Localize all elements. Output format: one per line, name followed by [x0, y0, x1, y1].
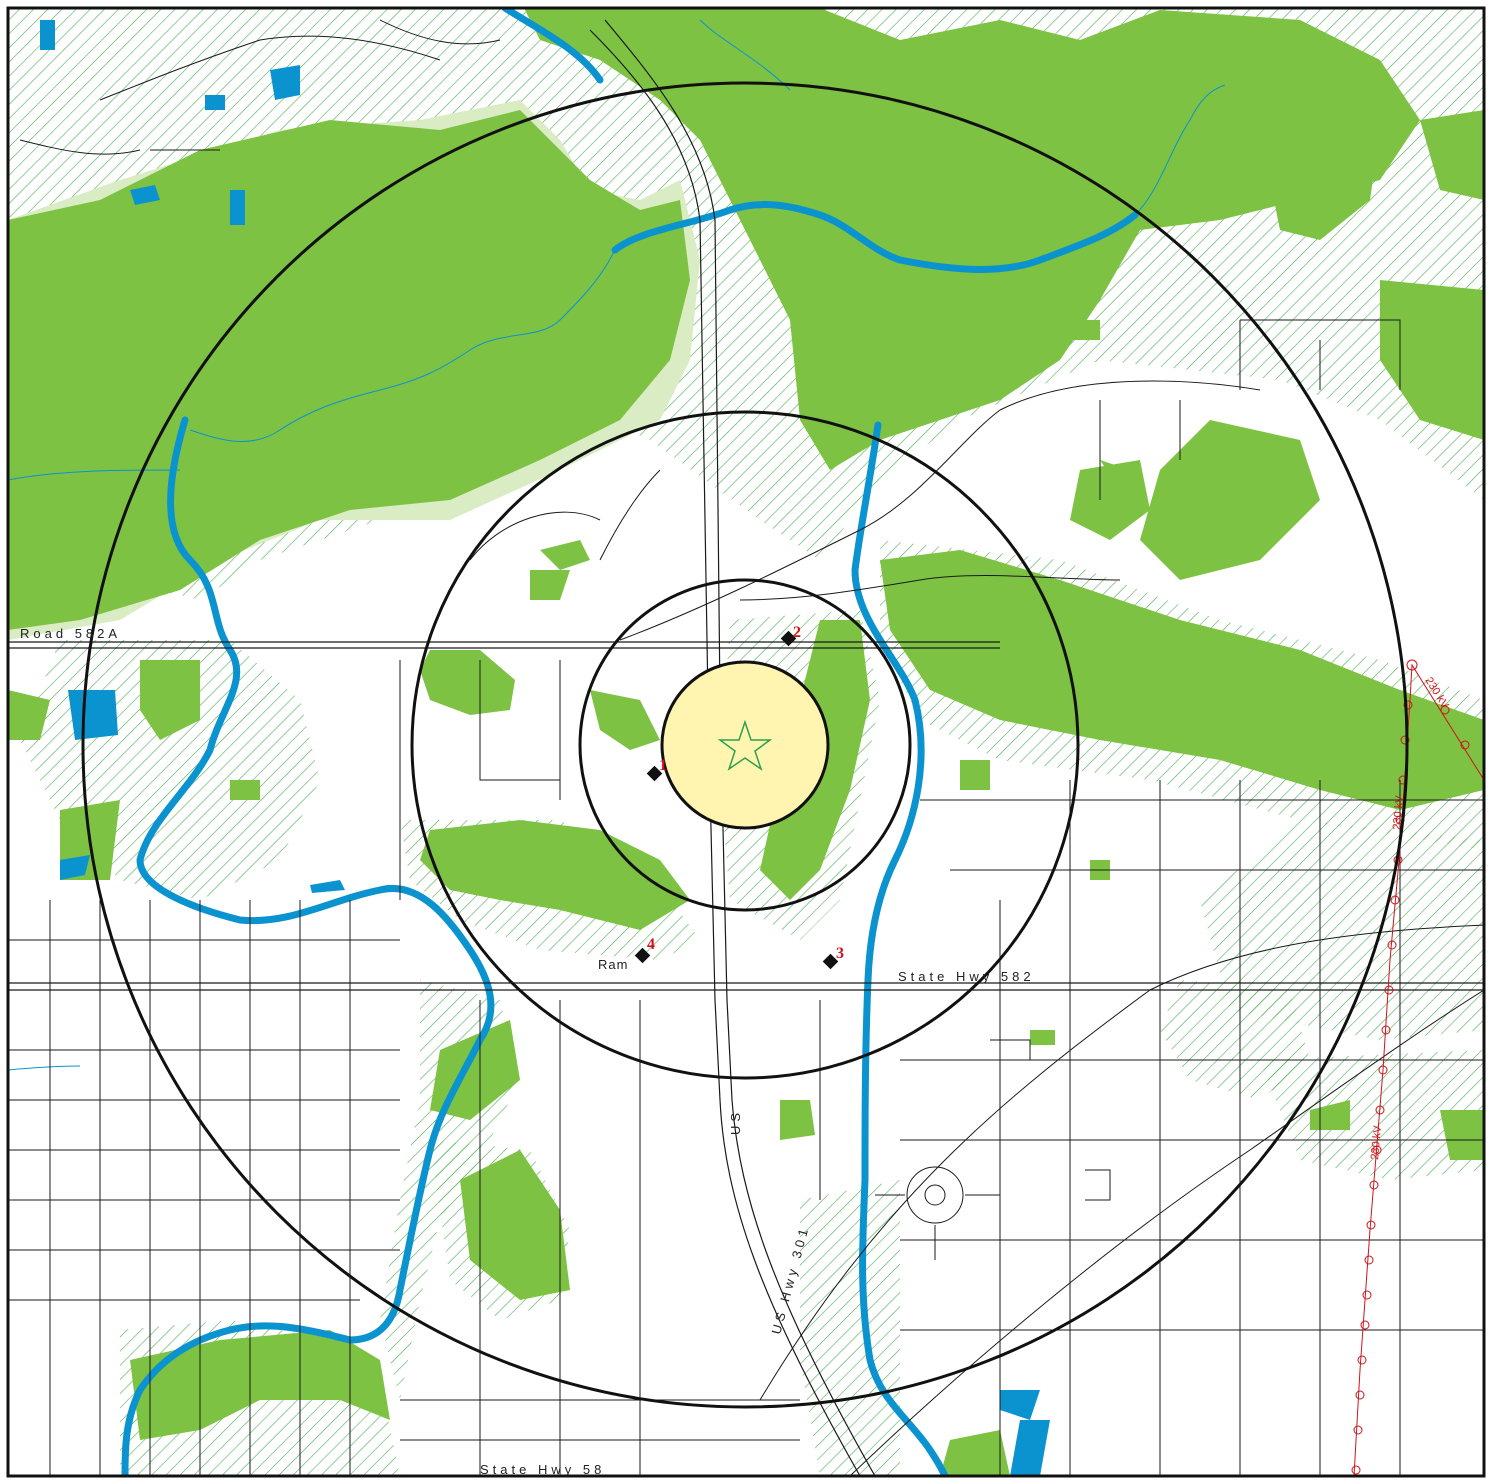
- ring-3: [81, 81, 1409, 1409]
- buffer-rings: [81, 81, 1409, 1409]
- core-zone: [660, 660, 830, 830]
- star-icon[interactable]: [717, 719, 773, 771]
- road-label-hwy-58: State Hwy 58: [480, 1462, 605, 1477]
- road-label-hwy-582: State Hwy 582: [898, 969, 1035, 984]
- site-1-label: 1: [659, 757, 667, 774]
- ring-2: [410, 410, 1080, 1080]
- road-label-us: US: [728, 1109, 743, 1135]
- site-3-marker[interactable]: 3: [822, 945, 844, 970]
- power-line-label-3: 230 kV: [1369, 1124, 1384, 1160]
- site-2-label: 2: [793, 624, 801, 641]
- road-label-582a: Road 582A: [20, 626, 121, 641]
- map-frame: [6, 6, 1486, 1478]
- site-3-label: 3: [836, 945, 844, 962]
- streams: [8, 8, 1226, 1476]
- site-4-marker[interactable]: 4: [634, 936, 655, 964]
- site-4-label: 4: [647, 936, 655, 953]
- site-1-marker[interactable]: 1: [646, 757, 667, 782]
- road-label-ram: Ram: [598, 957, 628, 972]
- forest-areas: [8, 8, 1484, 1476]
- road-network: [8, 19, 1484, 1476]
- site-2-marker[interactable]: 2: [780, 624, 801, 647]
- ring-1: [578, 578, 912, 912]
- water-bodies: [40, 20, 1050, 1476]
